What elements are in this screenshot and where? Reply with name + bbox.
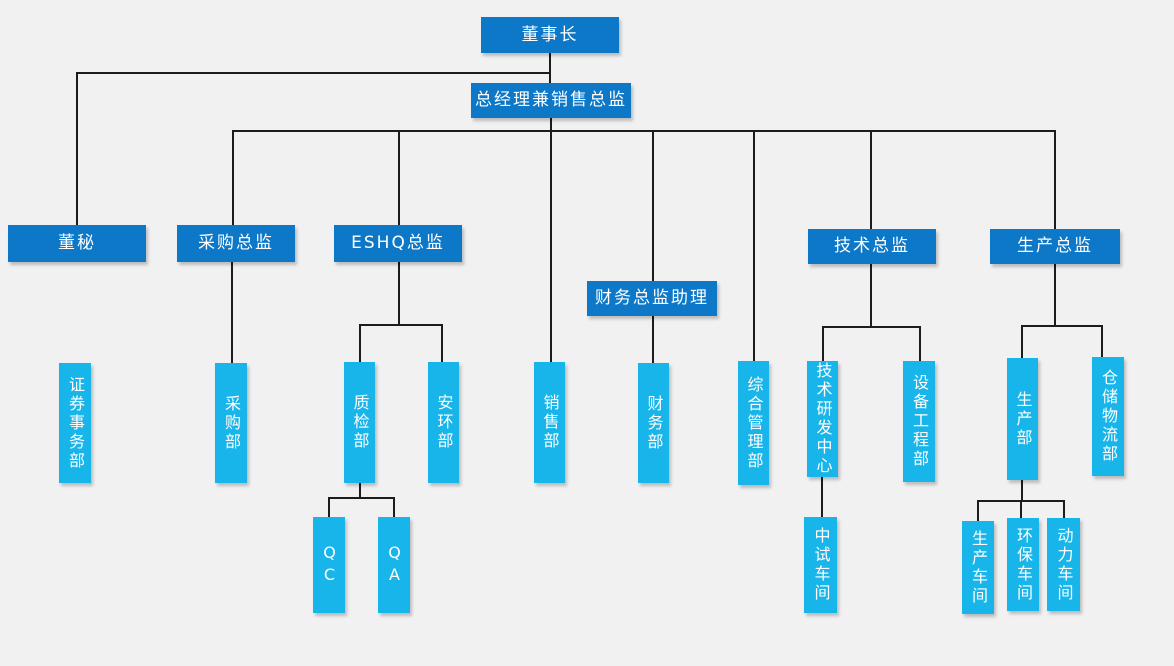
connector-line: [398, 130, 400, 225]
node-eshq-director[interactable]: ESHQ总监: [334, 225, 462, 262]
node-qc-team[interactable]: QC: [313, 517, 345, 613]
connector-line: [549, 53, 551, 83]
connector-line: [1063, 500, 1065, 518]
connector-line: [977, 500, 979, 521]
node-production-workshop[interactable]: 生产车间: [962, 521, 994, 614]
connector-line: [870, 264, 872, 327]
connector-line: [822, 326, 920, 328]
connector-line: [359, 483, 361, 498]
connector-line: [870, 130, 872, 229]
connector-line: [232, 130, 1055, 132]
connector-line: [1020, 500, 1022, 518]
node-equipment-dept[interactable]: 设备工程部: [903, 361, 935, 482]
node-qa-team[interactable]: QA: [378, 517, 410, 613]
node-qc-dept[interactable]: 质检部: [344, 362, 375, 483]
connector-line: [359, 324, 361, 362]
connector-line: [821, 477, 823, 517]
node-power-workshop[interactable]: 动力车间: [1047, 518, 1080, 611]
node-finance-assistant[interactable]: 财务总监助理: [587, 281, 717, 316]
connector-line: [1021, 325, 1023, 358]
node-env-workshop[interactable]: 环保车间: [1007, 518, 1039, 611]
connector-line: [550, 118, 552, 363]
node-procurement-dept[interactable]: 采购部: [215, 363, 247, 483]
connector-line: [441, 324, 443, 362]
node-board-secretary[interactable]: 董秘: [8, 225, 146, 262]
connector-line: [76, 72, 550, 74]
node-pilot-workshop[interactable]: 中试车间: [804, 517, 837, 613]
connector-line: [328, 497, 394, 499]
node-warehouse-dept[interactable]: 仓储物流部: [1092, 357, 1124, 476]
node-finance-dept[interactable]: 财务部: [638, 363, 669, 483]
node-sales-dept[interactable]: 销售部: [534, 362, 565, 483]
connector-line: [359, 324, 442, 326]
connector-line: [398, 262, 400, 325]
connector-line: [232, 130, 234, 225]
connector-line: [822, 326, 824, 361]
connector-line: [328, 497, 330, 517]
connector-line: [1021, 480, 1023, 501]
node-rnd-center[interactable]: 技术研发中心: [807, 361, 838, 477]
node-procurement-director[interactable]: 采购总监: [177, 225, 295, 262]
node-production-dept[interactable]: 生产部: [1007, 358, 1038, 480]
node-production-director[interactable]: 生产总监: [990, 229, 1120, 264]
connector-line: [919, 326, 921, 361]
connector-line: [1021, 325, 1102, 327]
node-securities-dept[interactable]: 证券事务部: [59, 363, 91, 483]
connector-line: [393, 497, 395, 517]
connector-line: [1054, 130, 1056, 229]
connector-line: [1054, 264, 1056, 326]
connector-line: [652, 130, 654, 363]
node-tech-director[interactable]: 技术总监: [808, 229, 936, 264]
connector-line: [76, 72, 78, 225]
node-safety-env-dept[interactable]: 安环部: [428, 362, 459, 483]
connector-line: [753, 130, 755, 361]
connector-line: [231, 262, 233, 363]
connector-line: [1101, 325, 1103, 357]
node-general-admin-dept[interactable]: 综合管理部: [738, 361, 769, 485]
node-chairman[interactable]: 董事长: [481, 17, 619, 53]
node-general-manager[interactable]: 总经理兼销售总监: [471, 83, 631, 118]
